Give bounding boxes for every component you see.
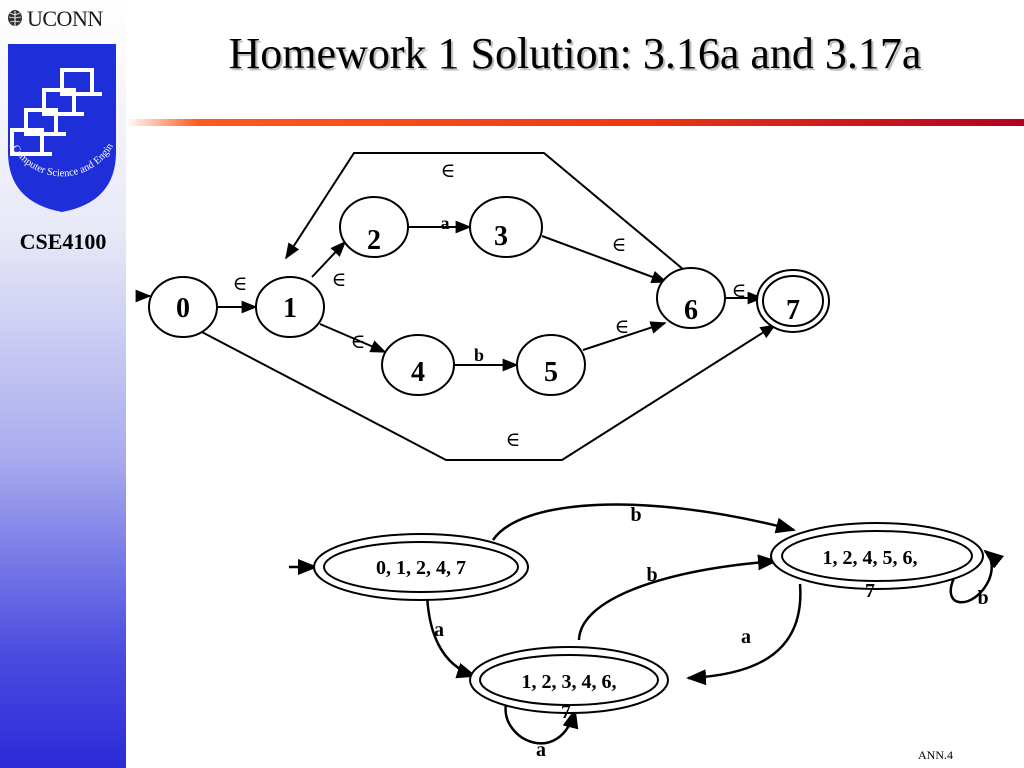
nfa-state-label-1: 1 [283,293,297,324]
nfa-state-label-3: 3 [494,221,508,252]
title-underline [126,119,1024,126]
university-name: UCONN [27,6,103,31]
dfa-label-C-C: a [536,739,546,761]
dfa-state-A-inner [323,541,519,593]
slide-title: Homework 1 Solution: 3.16a and 3.17a [228,29,922,78]
dfa-label-C-B: b [646,564,657,586]
nfa-state-7-inner [762,275,824,327]
dfa-label-B-C: a [741,626,751,648]
nfa-state-0 [148,276,218,338]
slide-number: ANN.4 [918,748,953,762]
nfa-state-4 [381,334,455,396]
nfa-state-label-5: 5 [544,357,558,388]
dfa-label-A-C: a [434,619,444,641]
nfa-state-5 [516,334,586,396]
dfa-state-label-C-cont: 7 [561,701,571,723]
nfa-state-label-4: 4 [411,357,425,388]
nfa-label-1-4: ∈ [351,331,366,353]
nfa-state-1 [255,276,325,338]
sidebar: UCONN Computer Science and Engineering C… [0,0,126,768]
nfa-label-0-7: ∈ [506,429,521,451]
nfa-state-label-2: 2 [367,225,381,256]
nfa-state-2 [339,196,409,258]
dfa-edge-C-C [504,703,579,745]
nfa-label-2-3: a [441,213,450,233]
nfa-edge-6-1 [285,152,685,271]
nfa-state-6 [656,267,726,329]
nfa-edge-5-6 [582,321,667,351]
nfa-edge-3-6 [541,235,668,283]
dfa-state-B-inner [781,530,973,582]
dfa-edge-A-B [491,503,796,541]
dfa-state-C-inner [479,654,659,706]
nfa-edge-1-2 [311,240,347,278]
department-logo: Computer Science and Engineering [2,42,116,212]
dfa-state-label-C: 1, 2, 3, 4, 6, [522,671,617,693]
nfa-state-label-6: 6 [684,295,698,326]
nfa-state-label-0: 0 [176,293,190,324]
nfa-label-4-5: b [474,345,484,365]
nfa-edge-0-7 [197,324,777,461]
dfa-edge-A-C [425,591,477,679]
nfa-label-1-2: ∈ [332,269,347,291]
dfa-state-label-B-cont: 7 [865,580,875,602]
nfa-state-label-7: 7 [786,295,800,326]
nfa-label-0-1: ∈ [233,273,248,295]
nfa-state-3 [469,196,543,258]
dfa-edge-B-B [949,549,1005,604]
nfa-label-3-6: ∈ [612,234,627,256]
uconn-wordmark: UCONN [6,6,103,32]
oak-leaf-icon [8,10,22,28]
dfa-state-label-A: 0, 1, 2, 4, 7 [376,557,466,579]
nfa-label-6-1: ∈ [441,160,456,182]
nfa-label-5-6: ∈ [615,316,630,338]
dfa-edge-C-B [577,554,778,641]
dfa-label-A-B: b [630,504,641,526]
course-code: CSE4100 [19,229,107,254]
nfa-edge-1-4 [319,323,387,353]
dfa-state-label-B: 1, 2, 4, 5, 6, [823,547,918,569]
dfa-edge-B-C [686,583,802,686]
dfa-label-B-B: b [977,587,988,609]
nfa-label-6-7: ∈ [732,280,747,302]
